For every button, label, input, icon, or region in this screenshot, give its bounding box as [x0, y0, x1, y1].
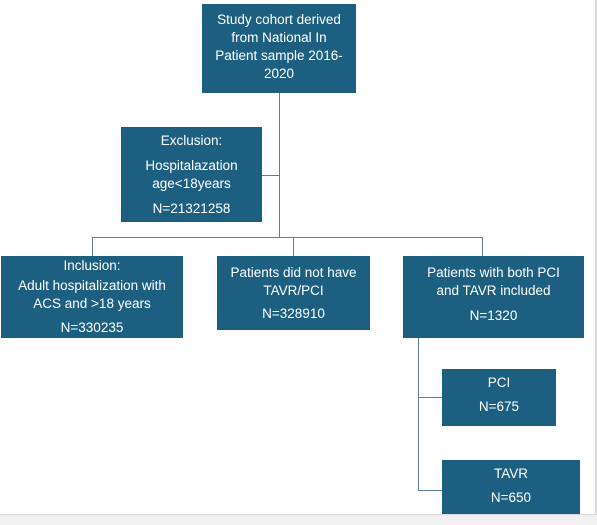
- connector-root-trunk: [279, 93, 280, 237]
- connector-to-both: [482, 237, 483, 256]
- study-cohort-line-1: Study cohort derived: [217, 12, 341, 27]
- no-tavr-pci-box: Patients did not have TAVR/PCI N=328910: [217, 256, 370, 330]
- tavr-box: TAVR N=650: [442, 460, 580, 517]
- tavr-count: N=650: [490, 490, 532, 505]
- no-tavr-pci-line-1: Patients did not have: [230, 265, 357, 280]
- both-count: N=1320: [469, 308, 518, 323]
- connector-level2-horizontal: [92, 237, 483, 238]
- exclusion-heading: Exclusion:: [160, 133, 223, 148]
- study-cohort-box: Study cohort derived from National In Pa…: [202, 4, 356, 93]
- study-cohort-line-3: Patient sample 2016-: [215, 48, 343, 63]
- connector-to-tavr: [418, 490, 442, 491]
- connector-to-pci: [418, 397, 442, 398]
- exclusion-line-1: Hospitalazation: [145, 158, 238, 173]
- both-pci-tavr-box: Patients with both PCI and TAVR included…: [403, 256, 584, 338]
- exclusion-line-2: age<18years: [152, 176, 231, 191]
- inclusion-count: N=330235: [60, 320, 124, 335]
- horizontal-scrollbar[interactable]: [0, 514, 597, 525]
- connector-exclusion-branch: [262, 175, 279, 176]
- inclusion-heading: Inclusion:: [63, 258, 121, 273]
- both-line-1: Patients with both PCI: [427, 265, 560, 280]
- study-cohort-line-2: from National In: [231, 30, 327, 45]
- study-cohort-line-4: 2020: [263, 66, 295, 81]
- connector-both-trunk: [418, 338, 419, 490]
- window-right-edge: [595, 0, 597, 514]
- connector-to-no-tavr-pci: [293, 237, 294, 256]
- inclusion-box: Inclusion: Adult hospitalization with AC…: [1, 256, 183, 338]
- exclusion-count: N=21321258: [152, 201, 231, 216]
- inclusion-line-2: ACS and >18 years: [33, 296, 151, 311]
- no-tavr-pci-line-2: TAVR/PCI: [263, 283, 324, 298]
- inclusion-line-1: Adult hospitalization with: [18, 278, 166, 293]
- no-tavr-pci-count: N=328910: [262, 306, 325, 321]
- tavr-label: TAVR: [493, 466, 528, 481]
- pci-label: PCI: [487, 375, 511, 390]
- pci-count: N=675: [478, 399, 520, 414]
- pci-box: PCI N=675: [442, 369, 556, 426]
- both-line-2: and TAVR included: [436, 283, 551, 298]
- exclusion-box: Exclusion: Hospitalazation age<18years N…: [121, 127, 262, 222]
- connector-to-inclusion: [92, 237, 93, 256]
